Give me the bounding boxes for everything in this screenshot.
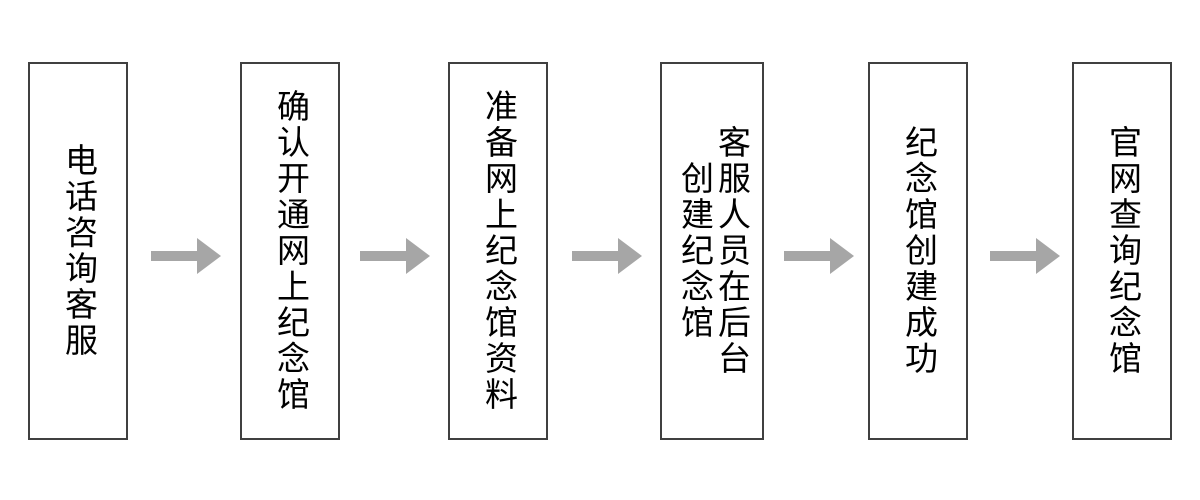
flow-node-label: 官网查询纪念馆 xyxy=(1103,125,1143,377)
flow-node-staff-create-memorial-hall-in-backend[interactable]: 客服人员在后台 创建纪念馆 xyxy=(660,62,764,440)
flow-node-query-memorial-hall-on-official-site[interactable]: 官网查询纪念馆 xyxy=(1072,62,1172,440)
flow-node-phone-consult-customer-service[interactable]: 电话咨询客服 xyxy=(28,62,128,440)
arrow-node1-to-node2 xyxy=(151,236,221,276)
arrow-node2-to-node3 xyxy=(360,236,430,276)
arrow-node4-to-node5 xyxy=(784,236,854,276)
right-arrow-icon xyxy=(360,238,430,274)
flow-node-label: 确认开通网上纪念馆 xyxy=(271,89,311,413)
right-arrow-icon xyxy=(572,238,642,274)
arrow-node3-to-node4 xyxy=(572,236,642,276)
arrow-node5-to-node6 xyxy=(990,236,1060,276)
right-arrow-icon xyxy=(151,238,221,274)
flow-node-confirm-open-online-memorial-hall[interactable]: 确认开通网上纪念馆 xyxy=(240,62,340,440)
flow-node-label-column-1: 客服人员在后台 xyxy=(712,125,752,377)
flow-node-memorial-hall-created-successfully[interactable]: 纪念馆创建成功 xyxy=(868,62,968,440)
flow-node-prepare-online-memorial-hall-materials[interactable]: 准备网上纪念馆资料 xyxy=(448,62,548,440)
right-arrow-icon xyxy=(784,238,854,274)
flow-node-label-column-2: 创建纪念馆 xyxy=(675,161,715,341)
right-arrow-icon xyxy=(990,238,1060,274)
flow-node-label: 电话咨询客服 xyxy=(59,143,99,359)
flow-node-label: 准备网上纪念馆资料 xyxy=(479,89,519,413)
flow-node-label: 纪念馆创建成功 xyxy=(899,125,939,377)
